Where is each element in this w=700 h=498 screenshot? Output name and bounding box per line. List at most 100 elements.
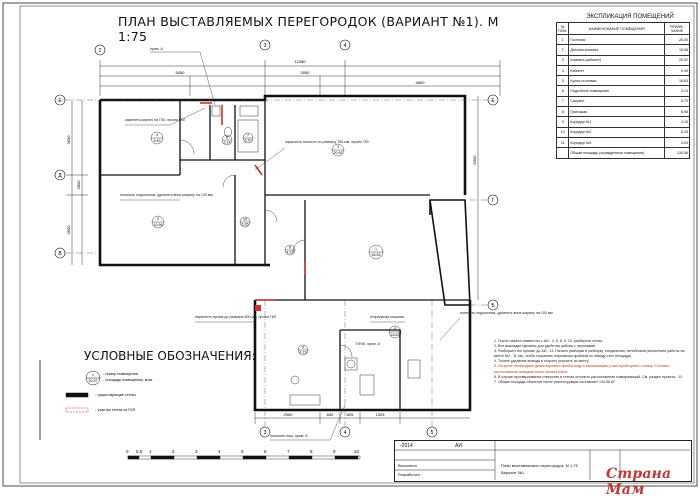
note-a5: понизить подоконник, удлинить вниз ширин… xyxy=(120,193,213,197)
room-area: 4.04 xyxy=(664,136,690,149)
note-line: 3. Разборка стен произв. до АИ - 11. Нач… xyxy=(494,349,685,359)
dim-left-b: 2800 xyxy=(76,180,81,190)
room-8-area: 4.19 xyxy=(287,251,294,255)
axis-3-top: 3 xyxy=(264,43,267,49)
legend-item-area: - площадь помещения, м.кв. xyxy=(103,378,153,382)
room-area: 8.98 xyxy=(664,106,690,118)
note-a6: нарастить проем до размера 600 мм, проем… xyxy=(195,315,277,319)
total-value: 134.58 xyxy=(664,147,690,159)
room-area: 15.56 xyxy=(664,44,690,56)
room-10-area: 6.26 xyxy=(242,223,249,227)
dim-top-a: 5450 xyxy=(176,70,186,75)
room-name: Коридор №2 xyxy=(568,126,665,138)
stamp-sheet: АИ xyxy=(455,443,462,449)
notes-block: 1. После начала совместно с АИ - 4, 5, 6… xyxy=(494,339,686,385)
scale-tick: 5 xyxy=(241,449,244,454)
dim-bottom-c: 825 xyxy=(347,412,354,417)
explication-table: № ПОМ. НАИМЕНОВАНИЕ ПОМЕЩЕНИЯ ПРИМЕ-ЧАНИ… xyxy=(555,22,690,159)
stamp-variant: Вариант №1 xyxy=(501,470,525,475)
room-name: Кухня-столовая xyxy=(568,75,665,87)
room-area: 6.26 xyxy=(664,126,690,138)
axis-2-top: 2 xyxy=(99,48,102,54)
scale-tick: 8 xyxy=(310,449,313,454)
scale-tick: 6 xyxy=(264,449,267,454)
axis-4-bottom: 4 xyxy=(344,430,347,436)
scale-tick: 10 xyxy=(354,449,360,454)
note-line: 6. В случае просверливания отверстия в с… xyxy=(494,374,683,379)
col-name-header: НАИМЕНОВАНИЕ ПОМЕЩЕНИЯ xyxy=(568,22,665,35)
scale-tick: 4 xyxy=(218,449,221,454)
note-a8: понизить подоконник, удлинить вниз ширин… xyxy=(460,311,553,315)
scale-tick: 1 xyxy=(149,449,152,454)
room-num: 5 xyxy=(555,75,570,87)
dim-top-total: 12380 xyxy=(294,59,306,64)
room-area: 18.63 xyxy=(664,75,690,87)
dim-left-c: 3600 xyxy=(66,225,71,235)
room-9-num: 9 xyxy=(302,346,304,350)
title-block: -2014 АИ Выполнил Разработал План выстав… xyxy=(394,440,692,482)
dim-bottom-b: 830 xyxy=(327,412,334,417)
scale-tick: 0.5 xyxy=(136,449,143,454)
room-name: Санузел xyxy=(568,95,665,108)
room-name: Подсобное помещение xyxy=(568,85,665,97)
room-num: 9 xyxy=(555,116,570,128)
legend-item-gkl: - участки стены из ГКЛ xyxy=(95,408,136,412)
scale-tick: 2 xyxy=(172,449,175,454)
stamp-role-2: Разработал xyxy=(398,472,420,477)
scale-tick: 3 xyxy=(195,449,198,454)
dim-bottom-a: 2950 xyxy=(284,412,294,417)
note-a9: Т/Ф/Ж, прим. А xyxy=(355,342,381,346)
room-name: Прихожая xyxy=(568,106,665,118)
room-name: Коридор №3 xyxy=(568,136,665,149)
stamp-code: -2014 xyxy=(400,443,413,449)
room-name: Коридор №1 xyxy=(568,116,665,128)
dim-right-a: 6300 xyxy=(472,155,477,165)
room-8-num: 8 xyxy=(289,246,291,250)
note-a2: нарастить полотно по размеру 766 мм, про… xyxy=(285,140,369,144)
room-4-num: 4 xyxy=(156,133,158,137)
room-num: 2 xyxy=(555,44,570,56)
note-a10: понизить ниш, прим. Б xyxy=(270,434,308,438)
room-num: 6 xyxy=(555,85,570,97)
table-total-row: Общая площадь (ограждённые помещения)134… xyxy=(555,147,690,159)
room-area: 9.49 xyxy=(664,64,690,77)
room-2-area: 15.56 xyxy=(154,223,163,227)
room-7-area: 5.70 xyxy=(245,139,252,143)
scale-tick: 9 xyxy=(333,449,336,454)
room-num: 4 xyxy=(555,64,570,77)
room-1-num: 1 xyxy=(375,247,377,251)
dim-top-c: 4800 xyxy=(416,80,426,85)
room-2-num: 2 xyxy=(157,217,159,221)
room-9-area: 4.19 xyxy=(300,351,307,355)
room-area: 5.70 xyxy=(664,95,690,108)
room-area: 4.19 xyxy=(664,116,690,128)
table-header: № ПОМ. НАИМЕНОВАНИЕ ПОМЕЩЕНИЯ ПРИМЕ-ЧАНИ… xyxy=(555,22,690,35)
note-line: 7. Общая площадь объектов после реконстр… xyxy=(494,379,616,384)
room-num: 11 xyxy=(555,136,570,149)
axis-e-left: Е xyxy=(58,98,62,104)
room-area: 20.92 xyxy=(664,54,690,66)
axis-4-top: 4 xyxy=(344,43,347,49)
note-line: 4. Точное удаление вывода в сторону устр… xyxy=(494,359,590,364)
room-1-area: 26.53 xyxy=(372,253,381,257)
stamp-role-1: Выполнил xyxy=(398,463,417,468)
room-10-num: 10 xyxy=(243,218,247,222)
room-area: 26.53 xyxy=(664,33,690,46)
legend-item-number: - номер помещения xyxy=(103,372,138,376)
dim-left-a: 3600 xyxy=(66,135,71,145)
note-line: 1. После начала совместно с АИ - 4, 5, 6… xyxy=(494,339,604,343)
axis-e-right: Е xyxy=(491,98,495,104)
legend-symbol-area: 20.97 xyxy=(89,379,98,383)
room-num: 10 xyxy=(555,126,570,138)
col-area-header: ПРИМЕ-ЧАНИЕ xyxy=(664,22,690,35)
axis-v-left: В xyxy=(58,251,62,257)
dim-top-b: 3050 xyxy=(301,70,311,75)
axis-b-right: Б xyxy=(491,303,495,309)
